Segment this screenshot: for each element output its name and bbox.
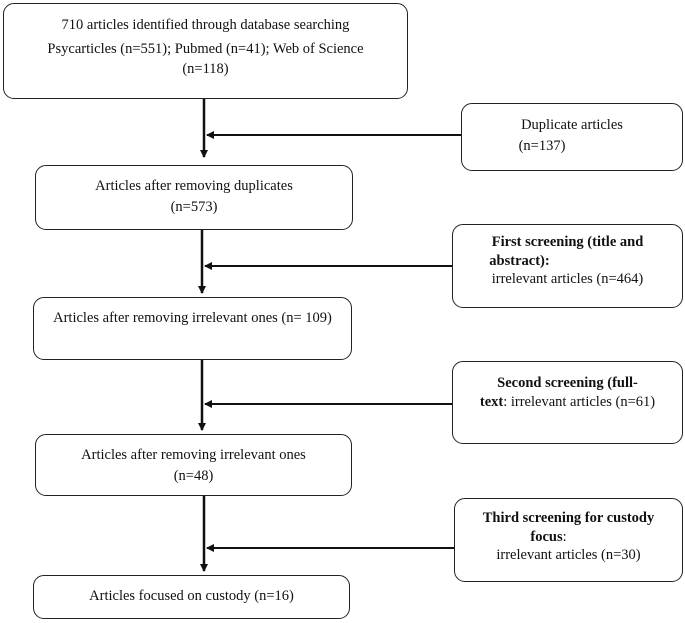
- second-screening-excluded: : irrelevant articles (n=61): [503, 393, 656, 410]
- second-screening-title-line1: Second screening (full-: [497, 375, 638, 391]
- after-duplicates-count: (n=573): [170, 198, 218, 215]
- duplicate-articles-text: Duplicate articles: [521, 117, 623, 133]
- third-screening-colon: :: [562, 528, 567, 545]
- identified-articles-box: 710 articles identified through database…: [3, 3, 408, 99]
- identified-articles-text: 710 articles identified through database…: [61, 17, 350, 33]
- custody-focused-box: Articles focused on custody (n=16): [33, 575, 350, 619]
- wos-count-text: (n=118): [182, 61, 229, 78]
- after-duplicates-box: Articles after removing duplicates (n=57…: [35, 165, 353, 230]
- third-screening-title-line2: focus: [530, 528, 563, 545]
- third-screening-title-line1: Third screening for custody: [482, 510, 655, 526]
- after-first-screening-box: Articles after removing irrelevant ones …: [33, 297, 352, 360]
- second-screening-title-line2: text: [479, 393, 504, 410]
- after-second-screening-text: Articles after removing irrelevant ones: [81, 447, 306, 463]
- first-screening-box: First screening (title and abstract): ir…: [452, 224, 683, 308]
- third-screening-line2: focus:: [415, 528, 682, 547]
- after-second-screening-box: Articles after removing irrelevant ones …: [35, 434, 352, 496]
- custody-focused-text: Articles focused on custody (n=16): [89, 588, 294, 604]
- first-screening-excluded: irrelevant articles (n=464): [491, 271, 644, 288]
- third-screening-box: Third screening for custody focus: irrel…: [454, 498, 683, 582]
- duplicate-articles-count: (n=137): [518, 137, 566, 154]
- database-sources-text: Psycarticles (n=551); Pubmed (n=41); Web…: [47, 40, 364, 57]
- after-second-screening-count: (n=48): [173, 467, 214, 484]
- after-first-screening-text: Articles after removing irrelevant ones …: [53, 310, 332, 326]
- duplicate-articles-box: Duplicate articles (n=137): [461, 103, 683, 171]
- second-screening-box: Second screening (full- text: irrelevant…: [452, 361, 683, 444]
- first-screening-title-line2: abstract):: [489, 252, 550, 269]
- first-screening-title-line1: First screening (title and: [491, 234, 644, 250]
- after-duplicates-text: Articles after removing duplicates: [95, 178, 293, 194]
- second-screening-line2: text: irrelevant articles (n=61): [453, 393, 682, 412]
- third-screening-excluded: irrelevant articles (n=30): [496, 547, 641, 564]
